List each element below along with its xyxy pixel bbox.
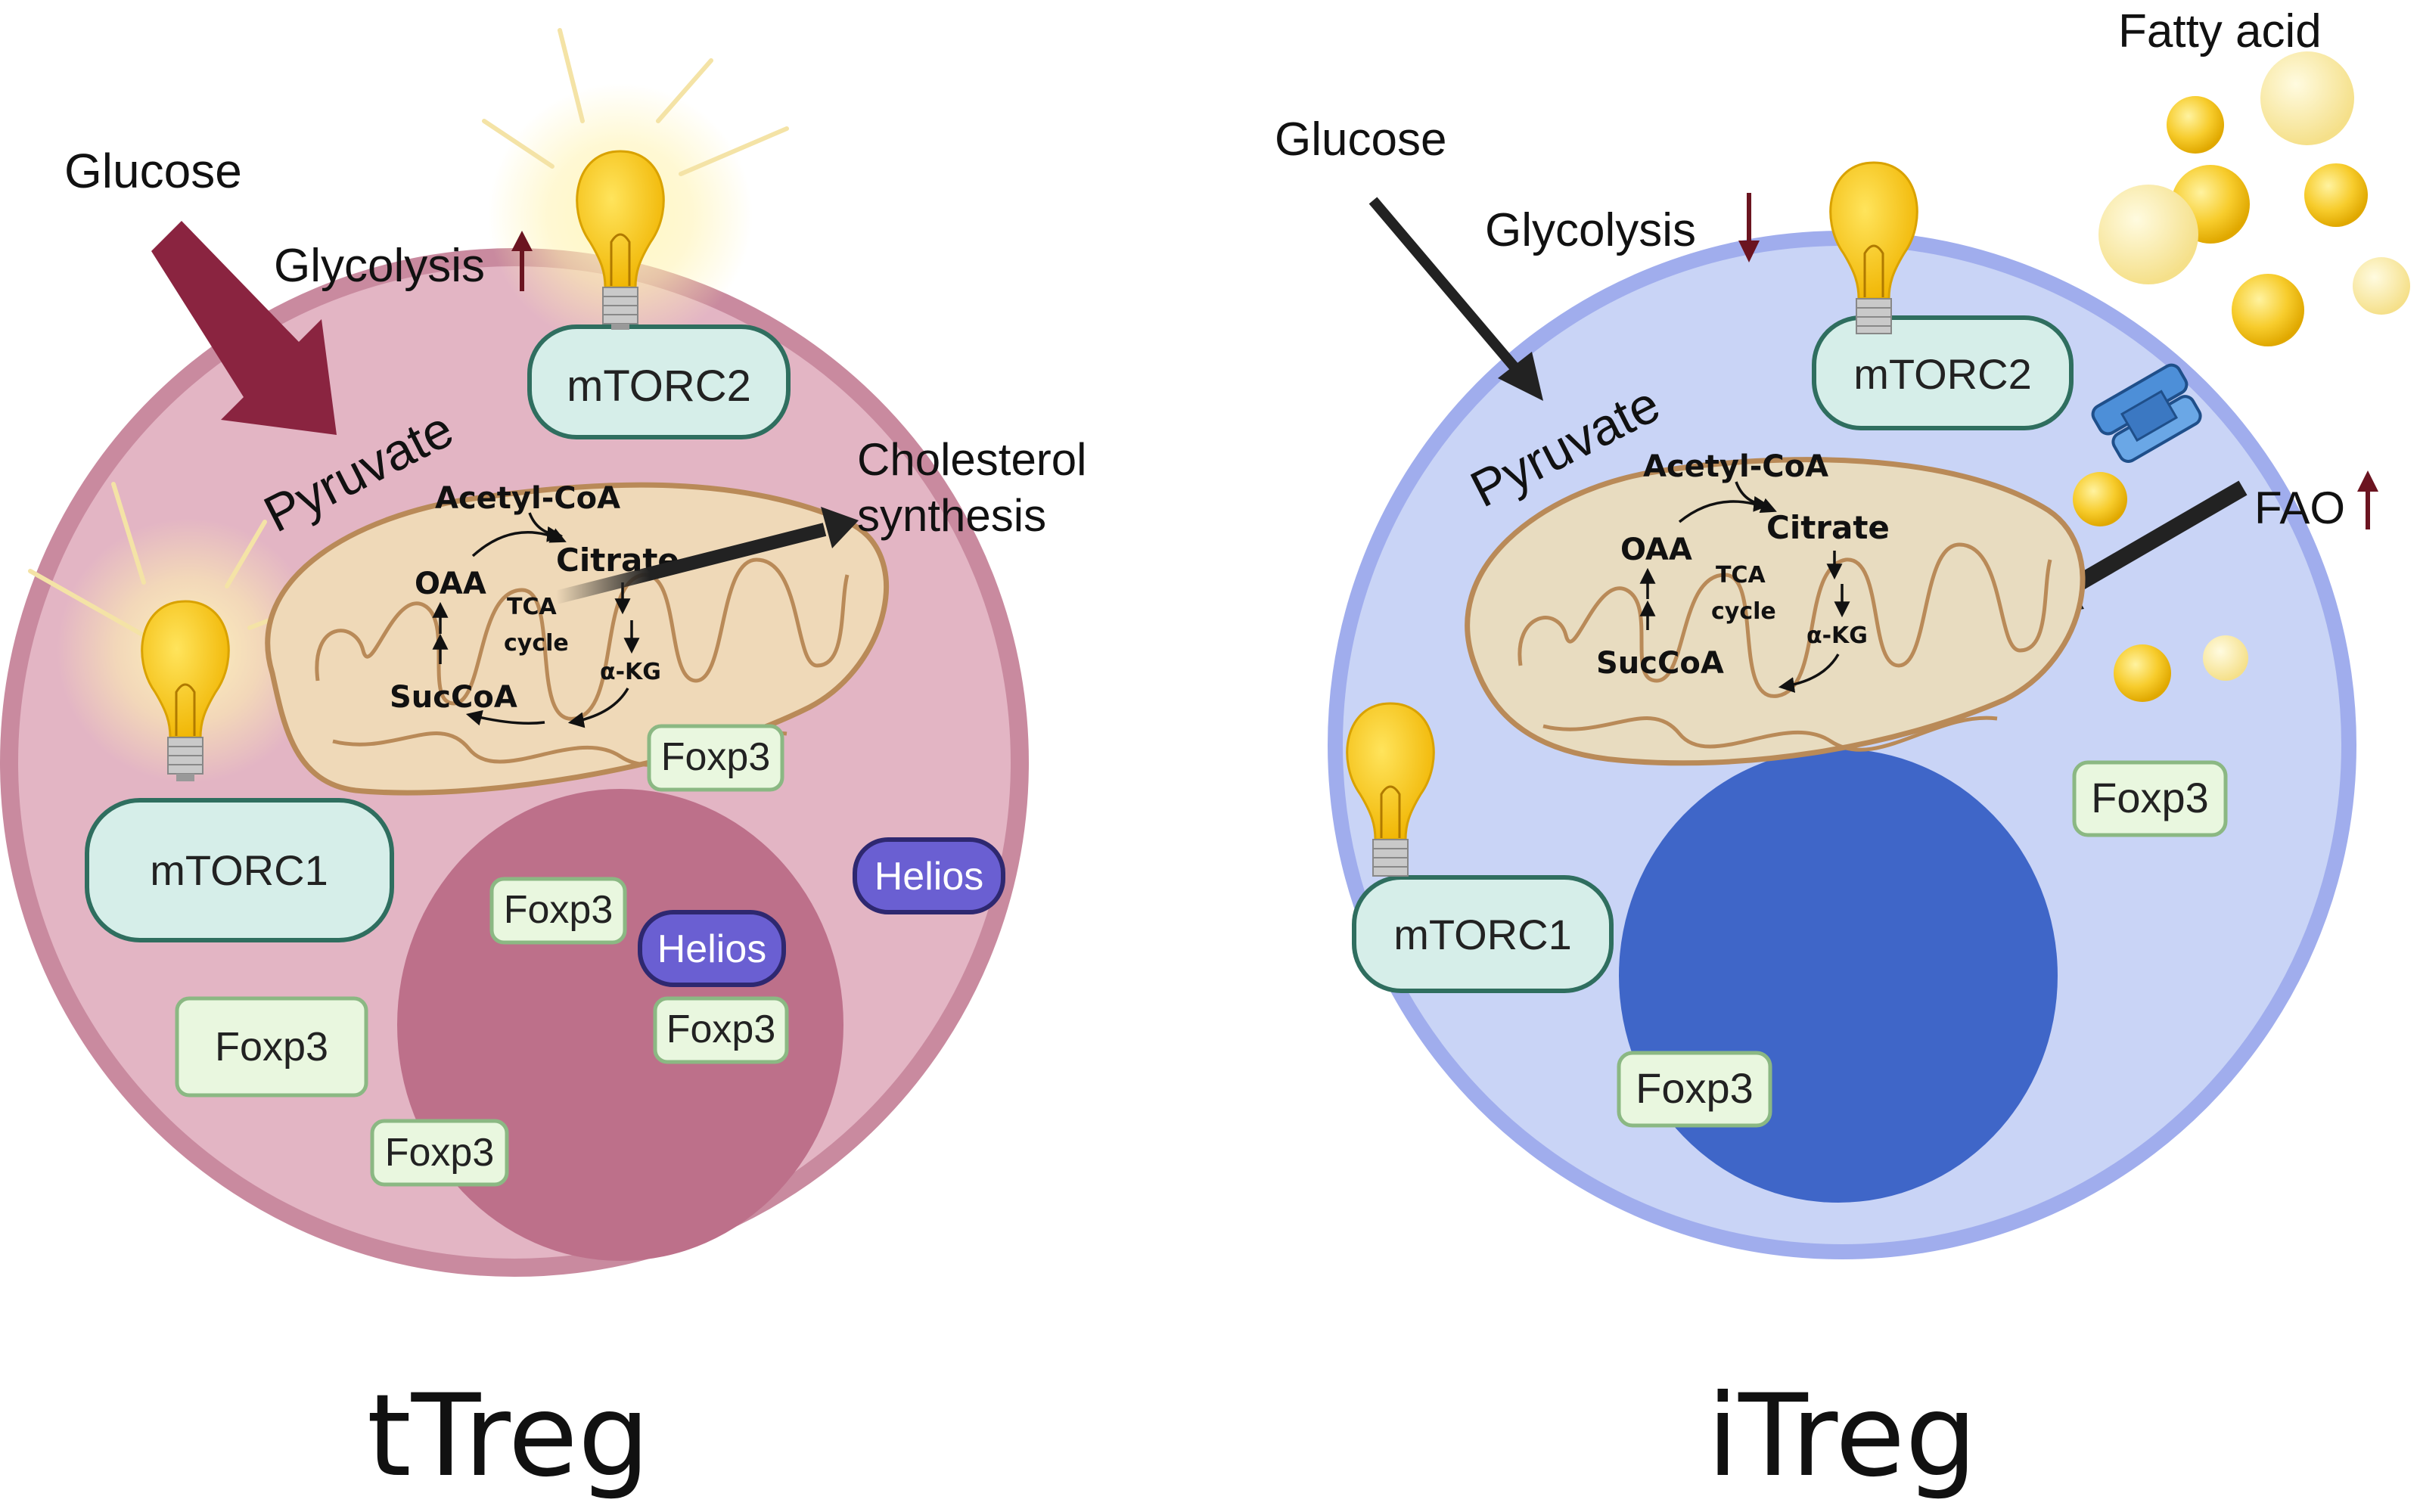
foxp3-label: Foxp3 [661,735,771,779]
fao-arrow [2049,480,2248,605]
foxp3-box: Foxp3 [175,996,368,1098]
ttreg-title: tTreg [367,1371,650,1502]
lightbulb-icon [1346,702,1435,877]
mtorc2-box [1812,315,2074,430]
tca-akg: α-KG [1806,622,1868,649]
mitochondrion [1465,457,2086,766]
fatty-acid-transporter [2091,363,2202,463]
foxp3-box: Foxp3 [489,877,627,945]
tca-citrate: Citrate [1766,509,1890,546]
mtorc1-label: mTORC1 [150,846,328,894]
foxp3-label: Foxp3 [1636,1064,1754,1112]
helios-box: Helios [853,837,1005,914]
glycolysis-up-arrow [511,231,533,291]
glucose-arrow [151,221,337,435]
helios-box: Helios [638,910,786,987]
helios-label: Helios [657,927,767,971]
mtorc1-box [1352,875,1614,993]
foxp3-label: Foxp3 [215,1024,328,1070]
tca-succoa: SucCoA [390,680,517,715]
ttreg-cell-panel: Glucose Glycolysis Pyruvate mTORC2 [0,28,1087,1502]
mtorc2-box [527,324,791,439]
helios-label: Helios [874,855,984,899]
cholesterol-arrow [554,523,827,604]
tca-label: TCA [1716,562,1766,588]
light-rays [482,28,789,176]
lightbulb-icon [1829,161,1918,334]
tca-succoa: SucCoA [1596,646,1724,681]
itreg-cell-panel: Glucose Glycolysis Pyruvate mTORC2 Fatty… [1275,5,2410,1502]
cholesterol-arrowhead [821,507,859,548]
mtorc2-label: mTORC2 [1853,350,2031,398]
tca-cycle-label: cycle [1711,598,1776,625]
tca-label: TCA [507,594,557,620]
synthesis-label: synthesis [857,490,1046,541]
fao-label: FAO [2254,483,2345,533]
foxp3-box: Foxp3 [1617,1051,1772,1128]
fao-up-arrow [2357,470,2378,529]
foxp3-label: Foxp3 [2091,774,2209,821]
foxp3-label: Foxp3 [385,1131,495,1175]
tca-cycle-arrows [1639,481,1850,693]
foxp3-box: Foxp3 [370,1119,509,1187]
tca-oaa: OAA [415,567,486,601]
mtorc1-box [85,798,394,942]
glycolysis-label: Glycolysis [274,240,485,292]
itreg-nucleus [1619,749,2058,1203]
glycolysis-label: Glycolysis [1485,204,1696,256]
tca-acetyl-coa: Acetyl-CoA [435,481,620,516]
foxp3-box: Foxp3 [2072,760,2228,837]
mtorc2-label: mTORC2 [567,362,751,411]
lightbulb-icon [141,600,230,781]
foxp3-label: Foxp3 [666,1007,776,1051]
tca-cycle-label: cycle [504,630,569,657]
foxp3-box: Foxp3 [653,996,789,1064]
foxp3-label: Foxp3 [504,888,614,932]
glucose-arrowhead [1498,352,1543,401]
glucose-label: Glucose [64,144,242,198]
tca-oaa: OAA [1620,532,1692,567]
fatty-acid-droplets [2073,51,2410,702]
fatty-acid-label: Fatty acid [2118,5,2322,57]
glucose-arrow [1368,197,1525,378]
lightbulb-icon [576,150,665,330]
glucose-label: Glucose [1275,113,1446,166]
cholesterol-label: Cholesterol [857,434,1087,485]
foxp3-box: Foxp3 [647,724,784,792]
tca-acetyl-coa: Acetyl-CoA [1643,449,1828,484]
tca-akg: α-KG [600,659,661,685]
mtorc1-label: mTORC1 [1393,911,1571,958]
itreg-title: iTreg [1707,1371,1977,1502]
tca-cycle-arrows [432,512,640,728]
glycolysis-down-arrow [1738,193,1760,262]
